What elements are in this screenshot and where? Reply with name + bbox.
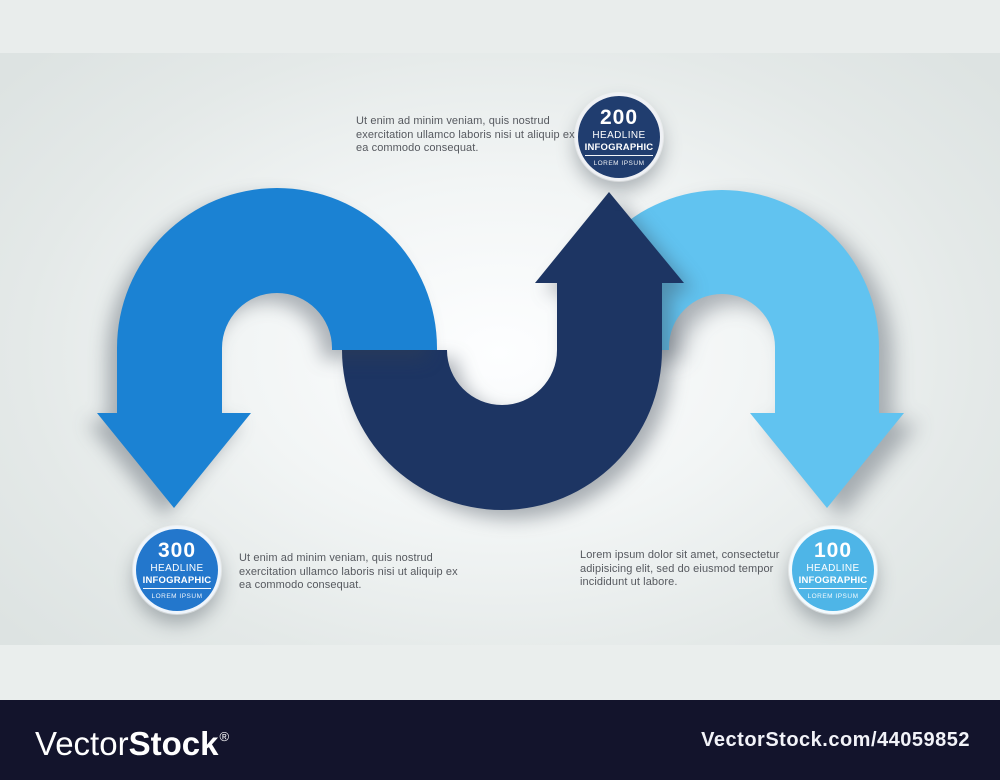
badge-300-lorem: LOREM IPSUM (151, 592, 203, 600)
badge-200-lorem: LOREM IPSUM (593, 159, 645, 167)
badge-100: 100 HEADLINE INFOGRAPHIC LOREM IPSUM (789, 526, 877, 614)
badge-100-value: 100 (813, 538, 853, 562)
paragraph-bottom-left-line: Ut enim ad minim veniam, quis nostrud (239, 552, 433, 564)
background-bottom-strip (0, 645, 1000, 700)
paragraph-bottom-right: Lorem ipsum dolor sit amet, consectetur … (580, 549, 780, 590)
paragraph-top-line: ea commodo consequat. (356, 142, 479, 154)
badge-200-value: 200 (599, 105, 639, 129)
badge-200-headline: HEADLINE (592, 129, 646, 141)
badge-200: 200 HEADLINE INFOGRAPHIC LOREM IPSUM (575, 93, 663, 181)
badge-300-headline: HEADLINE (150, 562, 204, 574)
paragraph-top-line: exercitation ullamco laboris nisi ut ali… (356, 128, 575, 141)
paragraph-bottom-left-line: exercitation ullamco laboris nisi ut ali… (239, 565, 458, 578)
paragraph-top-line: Ut enim ad minim veniam, quis nostrud (356, 115, 550, 127)
badge-300-infographic: INFOGRAPHIC (142, 575, 212, 589)
badge-100-infographic: INFOGRAPHIC (798, 575, 868, 589)
paragraph-bottom-right-line: incididunt ut labore. (580, 576, 678, 588)
badge-100-lorem: LOREM IPSUM (807, 592, 859, 600)
logo-stock-text: Stock (128, 725, 219, 762)
paragraph-top: Ut enim ad minim veniam, quis nostrud ex… (356, 115, 575, 156)
badge-100-headline: HEADLINE (806, 562, 860, 574)
watermark-footer-bar: VectorStock® VectorStock.com/44059852 (0, 700, 1000, 780)
paragraph-bottom-left: Ut enim ad minim veniam, quis nostrud ex… (239, 552, 458, 593)
background-top-strip (0, 0, 1000, 53)
paragraph-bottom-right-line: Lorem ipsum dolor sit amet, consectetur (580, 549, 780, 561)
logo-vector-text: Vector (35, 725, 129, 762)
badge-200-infographic: INFOGRAPHIC (584, 142, 654, 156)
badge-300-value: 300 (157, 538, 197, 562)
paragraph-bottom-right-line: adipisicing elit, sed do eiusmod tempor (580, 562, 774, 575)
vectorstock-logo: VectorStock® (35, 720, 229, 760)
badge-300: 300 HEADLINE INFOGRAPHIC LOREM IPSUM (133, 526, 221, 614)
image-url-id: VectorStock.com/44059852 (701, 728, 970, 751)
paragraph-bottom-left-line: ea commodo consequat. (239, 579, 362, 591)
registered-mark-icon: ® (219, 729, 230, 744)
